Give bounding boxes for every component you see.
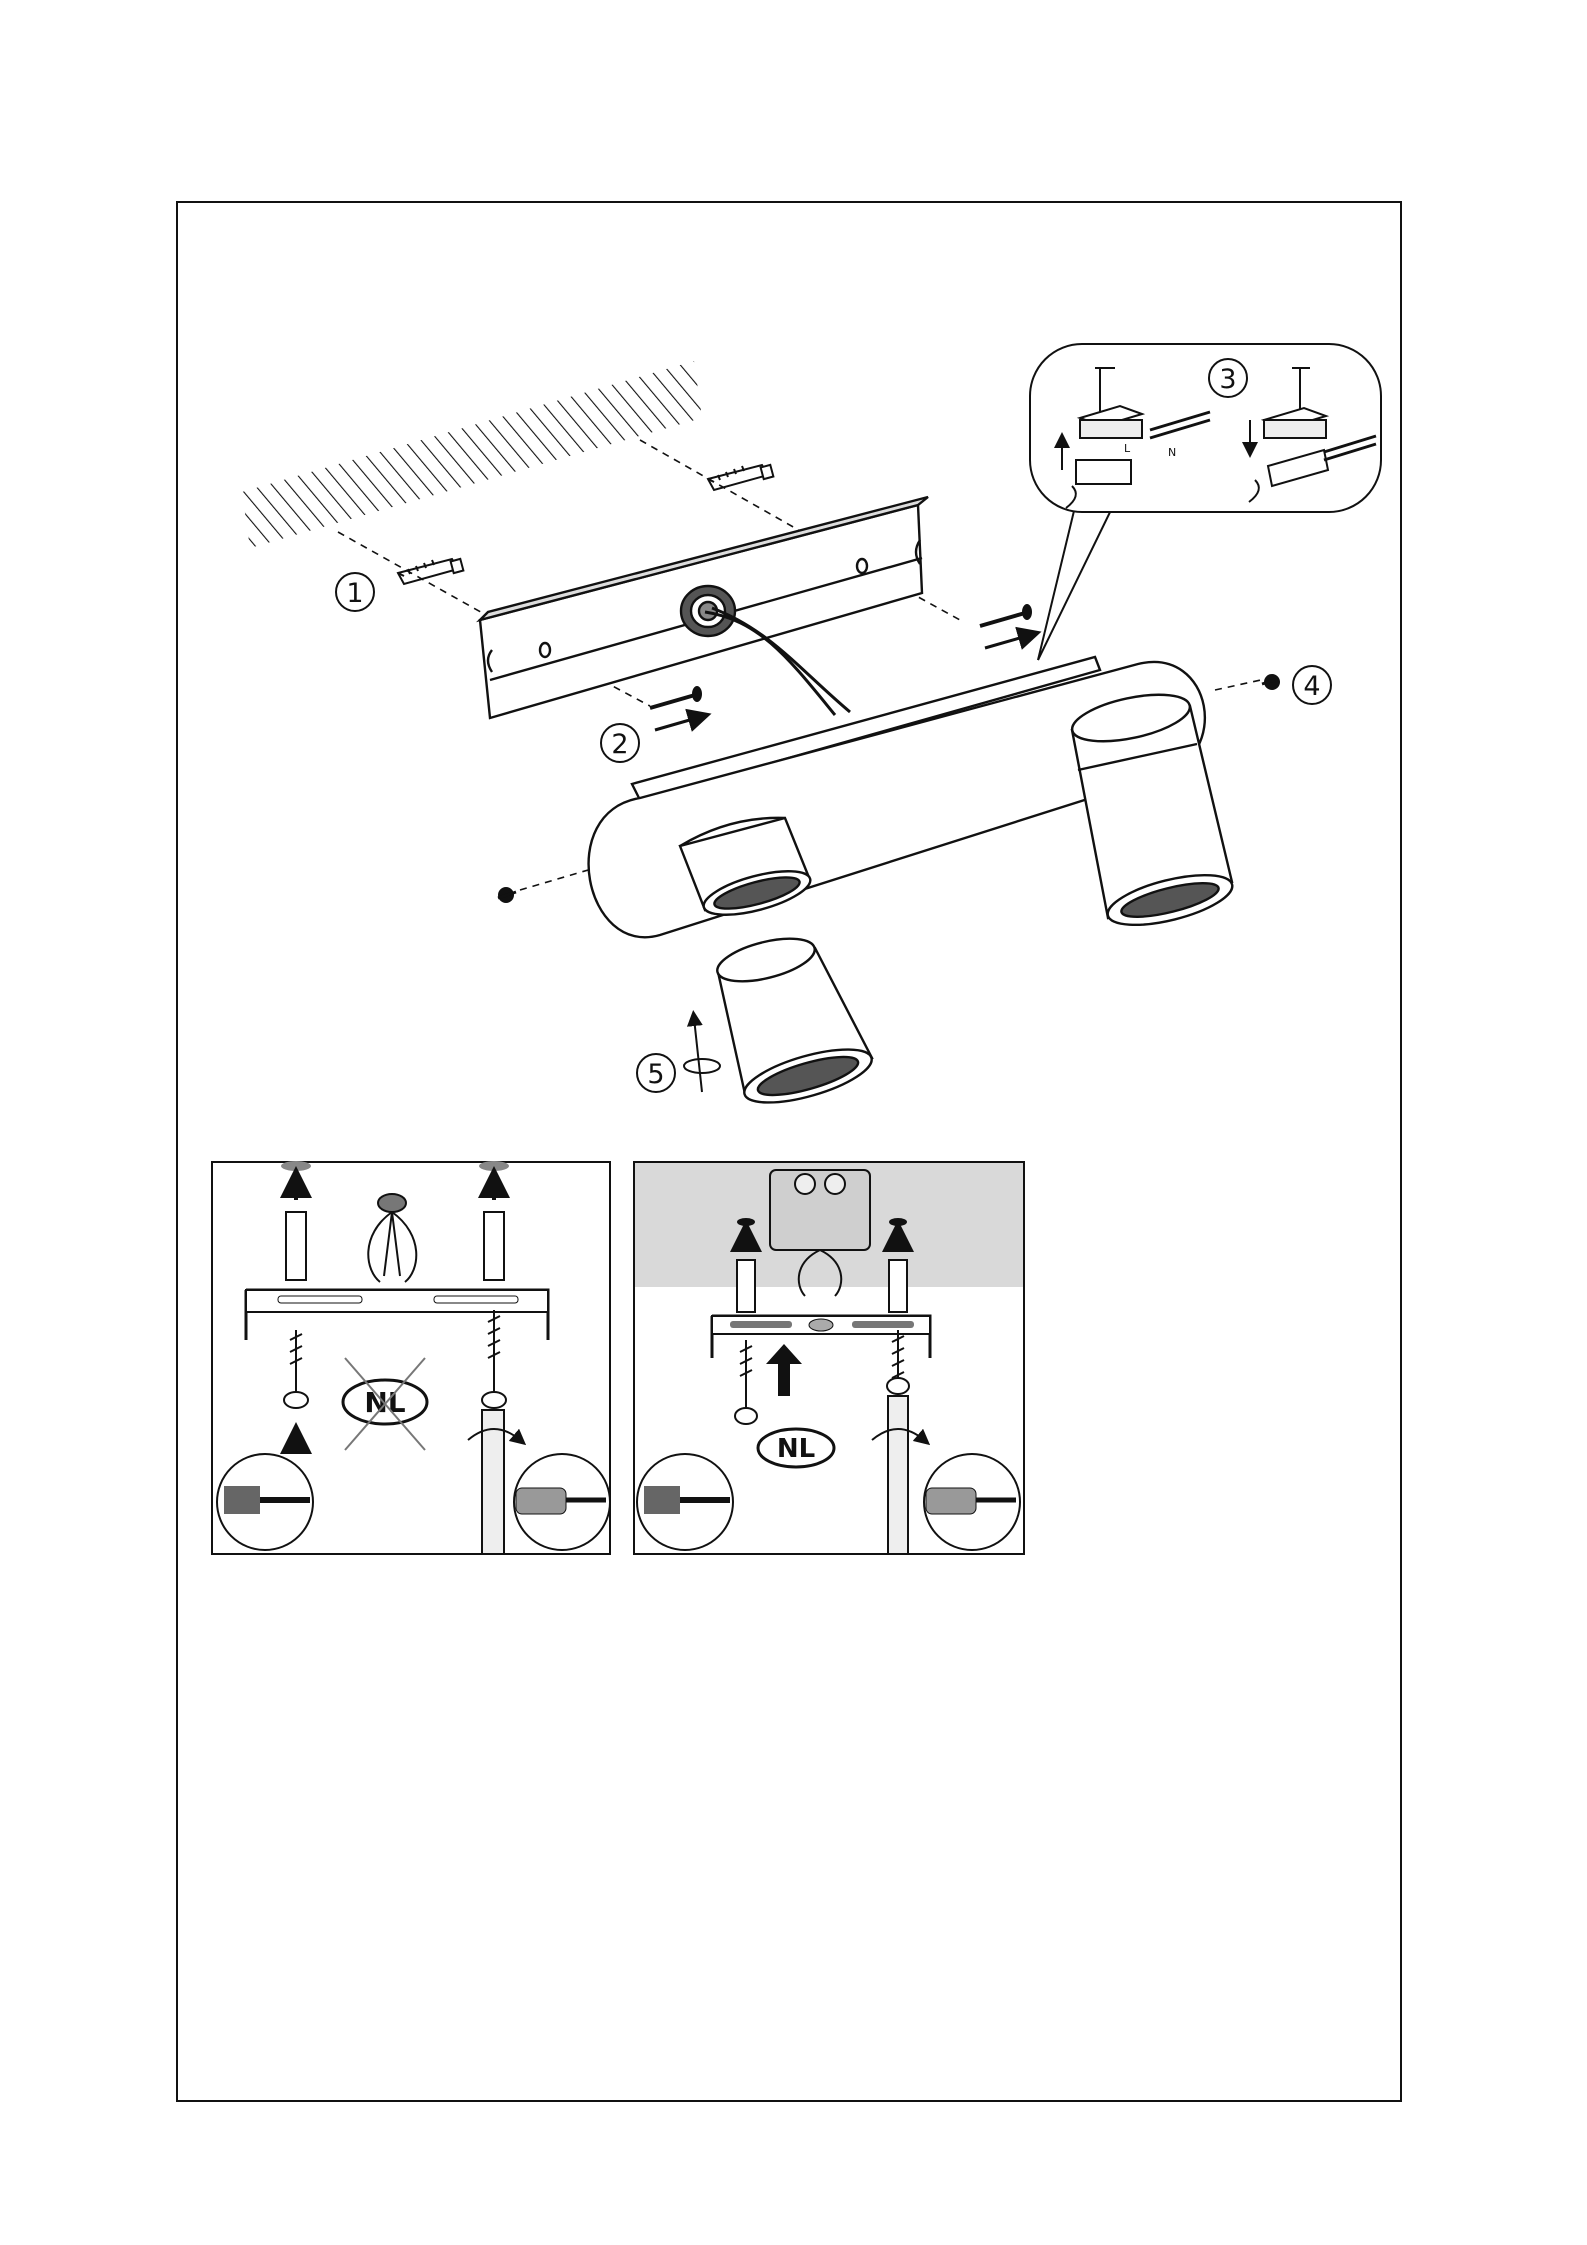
drill-bit-icon: [637, 1454, 733, 1550]
rotate-arrow-icon: [684, 1018, 720, 1092]
step-4-label: 4: [1303, 671, 1320, 702]
neutral-label: N: [1168, 446, 1176, 459]
wiring-callout: L N: [1030, 344, 1381, 660]
mounting-bracket: [480, 497, 928, 718]
lamp-head-mounted-right: [1068, 686, 1237, 935]
ceiling-hatch: [242, 361, 702, 548]
screwdriver-icon: [924, 1454, 1020, 1550]
step-3-label: 3: [1219, 364, 1236, 395]
lamp-head-loose: [713, 930, 877, 1113]
panel-right: NL: [634, 1162, 1024, 1554]
live-label: L: [1124, 442, 1131, 455]
step-5-label: 5: [647, 1059, 664, 1090]
panel-right-badge: NL: [777, 1434, 815, 1464]
drill-bit-icon: [217, 1454, 313, 1550]
step-2-label: 2: [611, 729, 628, 760]
side-screw-left: [498, 887, 516, 903]
bracket-screw-right: [980, 604, 1032, 648]
bracket-screw-left: [650, 686, 702, 730]
step-1-label: 1: [346, 578, 363, 609]
side-screw-right: [1262, 674, 1280, 690]
wall-plug-right: [708, 465, 773, 490]
panel-left: NL: [212, 1161, 610, 1554]
screwdriver-icon: [514, 1454, 610, 1550]
